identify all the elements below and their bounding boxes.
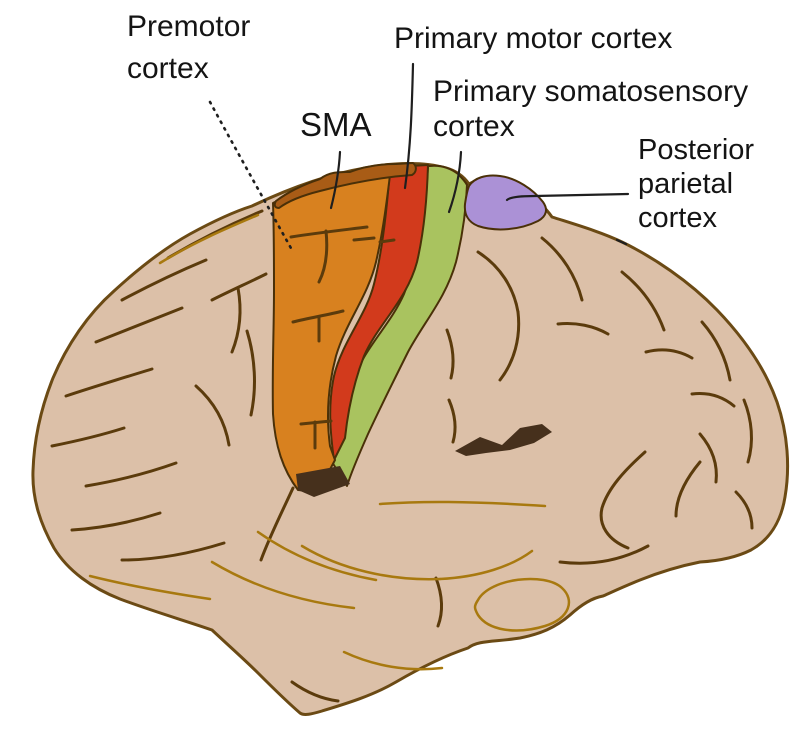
region-primary-motor-cortex xyxy=(329,164,429,461)
region-sma xyxy=(273,162,417,209)
leader-primary-motor xyxy=(403,62,415,190)
sulci-gold xyxy=(88,213,571,671)
leader-lines xyxy=(208,62,630,252)
sulcus-dark-patch-2 xyxy=(455,424,552,456)
sulci-dark xyxy=(50,209,754,703)
leader-posterior-parietal xyxy=(505,192,630,202)
label-premotor-cortex: Premotor cortex xyxy=(127,10,251,85)
region-primary-somatosensory-cortex xyxy=(331,164,468,487)
label-sma: SMA xyxy=(300,106,372,143)
brain-body xyxy=(31,162,790,716)
leader-tick xyxy=(615,238,628,246)
leader-primary-somatosensory xyxy=(447,150,463,214)
label-primary-somatosensory-cortex: Primary somatosensory cortex xyxy=(433,75,749,143)
region-posterior-parietal-cortex xyxy=(463,174,547,231)
label-posterior-parietal-cortex: Posterior parietal cortex xyxy=(638,134,755,234)
leader-sma xyxy=(329,150,342,210)
label-primary-motor-cortex: Primary motor cortex xyxy=(394,22,673,55)
sulcus-dark-patch xyxy=(296,466,350,497)
